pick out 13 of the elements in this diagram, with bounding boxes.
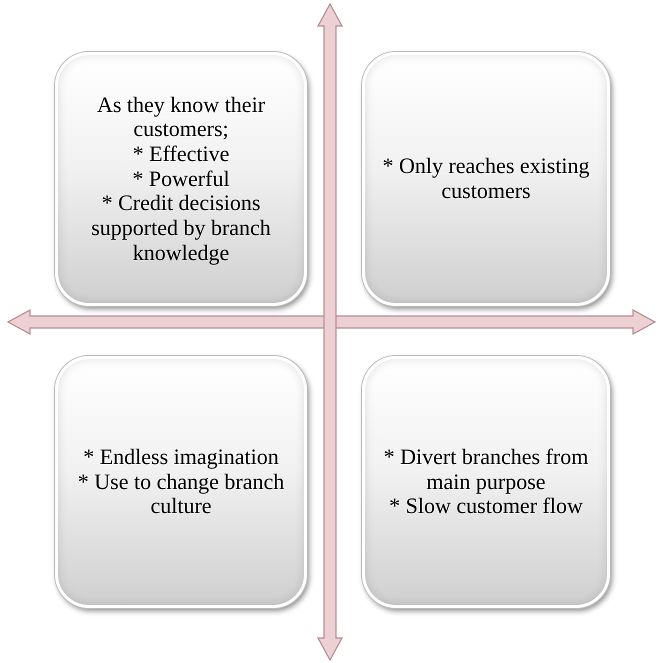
- box-text: * Slow customer flow: [389, 494, 583, 519]
- box-text: As they know their customers;: [96, 92, 266, 142]
- rounded-box: [55, 52, 307, 306]
- box-text: * Effective: [132, 142, 230, 167]
- box-text: * Powerful: [132, 166, 230, 192]
- box-text: * Endless imagination: [83, 445, 279, 470]
- box-text: * Credit decisions supported by branch knowledge: [90, 191, 272, 266]
- rounded-box: [55, 356, 307, 608]
- box-text: * Only reaches existing customers: [381, 154, 591, 204]
- box-text: * Use to change branch culture: [76, 470, 286, 519]
- box-text: * Divert branches from main purpose: [382, 445, 590, 494]
- rounded-box: [362, 52, 610, 306]
- rounded-box: [362, 356, 610, 608]
